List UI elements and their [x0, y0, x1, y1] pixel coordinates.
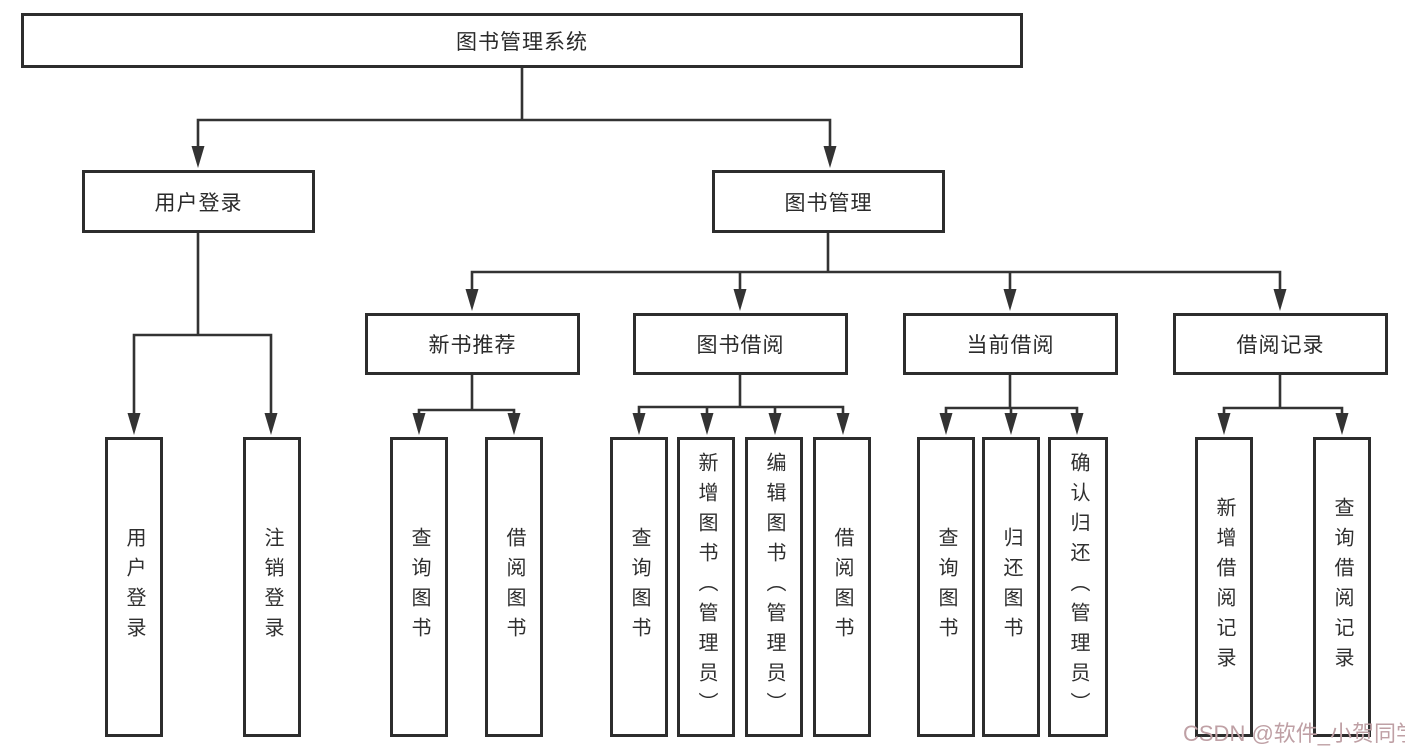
- node-root-label: 图书管理系统: [456, 30, 588, 54]
- node-user-login-label: 用户登录: [154, 191, 243, 215]
- leaf-return-book-label: 归还图书: [1000, 527, 1022, 647]
- leaf-user-login-label: 用户登录: [123, 527, 145, 647]
- node-current-borrow-label: 当前借阅: [966, 334, 1055, 357]
- node-book-borrow: 图书借阅: [633, 313, 848, 375]
- node-new-book-recommend: 新书推荐: [365, 313, 580, 375]
- leaf-recommend-borrow-book-label: 借阅图书: [503, 527, 525, 647]
- node-borrow-record: 借阅记录: [1173, 313, 1388, 375]
- leaf-current-query-book: 查询图书: [917, 437, 975, 737]
- node-current-borrow: 当前借阅: [903, 313, 1118, 375]
- leaf-user-login: 用户登录: [105, 437, 163, 737]
- leaf-recommend-borrow-book: 借阅图书: [485, 437, 543, 737]
- node-book-management: 图书管理: [712, 170, 945, 233]
- leaf-edit-book-admin-label: 编辑图书（管理员）: [763, 452, 785, 722]
- leaf-add-book-admin: 新增图书（管理员）: [677, 437, 735, 737]
- leaf-query-borrow-record-label: 查询借阅记录: [1331, 497, 1353, 677]
- leaf-add-borrow-record: 新增借阅记录: [1195, 437, 1253, 737]
- leaf-borrow-book: 借阅图书: [813, 437, 871, 737]
- node-root-system: 图书管理系统: [21, 13, 1023, 68]
- leaf-logout-label: 注销登录: [261, 527, 283, 647]
- leaf-borrow-book-label: 借阅图书: [831, 527, 853, 647]
- node-user-login: 用户登录: [82, 170, 315, 233]
- leaf-confirm-return-admin: 确认归还（管理员）: [1048, 437, 1108, 737]
- leaf-edit-book-admin: 编辑图书（管理员）: [745, 437, 803, 737]
- leaf-confirm-return-admin-label: 确认归还（管理员）: [1067, 452, 1089, 722]
- leaf-recommend-query-book-label: 查询图书: [408, 527, 430, 647]
- leaf-return-book: 归还图书: [982, 437, 1040, 737]
- leaf-borrow-query-book: 查询图书: [610, 437, 668, 737]
- node-new-book-recommend-label: 新书推荐: [428, 334, 517, 357]
- node-book-management-label: 图书管理: [784, 191, 873, 215]
- leaf-query-borrow-record: 查询借阅记录: [1313, 437, 1371, 737]
- leaf-add-borrow-record-label: 新增借阅记录: [1213, 497, 1235, 677]
- leaf-add-book-admin-label: 新增图书（管理员）: [695, 452, 717, 722]
- leaf-logout: 注销登录: [243, 437, 301, 737]
- node-borrow-record-label: 借阅记录: [1236, 334, 1325, 357]
- csdn-watermark: CSDN @软件_小贺同学: [1183, 721, 1405, 746]
- leaf-current-query-book-label: 查询图书: [935, 527, 957, 647]
- node-book-borrow-label: 图书借阅: [696, 334, 785, 357]
- leaf-borrow-query-book-label: 查询图书: [628, 527, 650, 647]
- leaf-recommend-query-book: 查询图书: [390, 437, 448, 737]
